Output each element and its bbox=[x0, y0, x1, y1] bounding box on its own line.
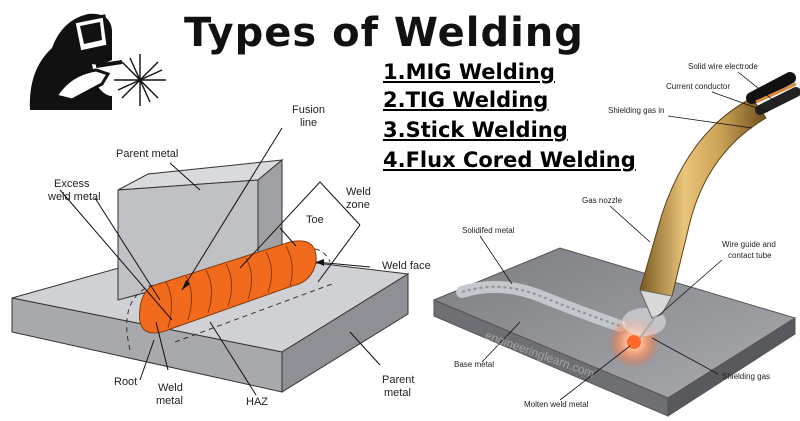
label-weld-metal-2: metal bbox=[156, 395, 183, 407]
label-root: Root bbox=[114, 376, 138, 388]
label-molten-weld-metal: Molten weld metal bbox=[524, 400, 589, 409]
label-shielding-gas: Shielding gas bbox=[722, 372, 771, 381]
page-title: Types of Welding bbox=[184, 10, 584, 56]
label-fusion-line-2: line bbox=[300, 117, 318, 129]
label-parent-metal-top: Parent metal bbox=[116, 148, 179, 160]
label-solidified-metal: Solidifed metal bbox=[462, 226, 515, 235]
label-wire-guide-1: Wire guide and bbox=[722, 240, 776, 249]
label-fusion-line-1: Fusion bbox=[292, 104, 326, 116]
type-item-flux: 4.Flux Cored Welding bbox=[383, 148, 636, 172]
label-excess-1: Excess bbox=[54, 178, 90, 190]
label-current-conductor: Current conductor bbox=[666, 82, 731, 91]
label-parent-metal-bottom-1: Parent bbox=[382, 374, 415, 386]
label-base-metal: Base metal bbox=[454, 360, 495, 369]
label-weld-face: Weld face bbox=[382, 260, 431, 272]
mig-welding-diagram bbox=[432, 71, 800, 417]
label-wire-guide-2: contact tube bbox=[728, 251, 772, 260]
type-item-tig: 2.TIG Welding bbox=[383, 88, 549, 112]
welder-logo-icon bbox=[18, 12, 180, 120]
t-joint-diagram bbox=[11, 127, 410, 396]
type-item-mig: 1.MIG Welding bbox=[383, 60, 555, 84]
label-weld-zone-1: Weld bbox=[346, 186, 371, 198]
label-solid-wire: Solid wire electrode bbox=[688, 62, 758, 71]
label-gas-nozzle: Gas nozzle bbox=[582, 196, 623, 205]
label-weld-zone-2: zone bbox=[346, 199, 370, 211]
label-excess-2: weld metal bbox=[48, 191, 101, 203]
label-shielding-gas-in: Shielding gas in bbox=[608, 106, 665, 115]
label-parent-metal-bottom-2: metal bbox=[384, 387, 411, 399]
label-weld-metal-1: Weld bbox=[158, 382, 183, 394]
label-toe: Toe bbox=[306, 214, 324, 226]
label-haz: HAZ bbox=[246, 396, 268, 408]
type-item-stick: 3.Stick Welding bbox=[383, 118, 568, 142]
